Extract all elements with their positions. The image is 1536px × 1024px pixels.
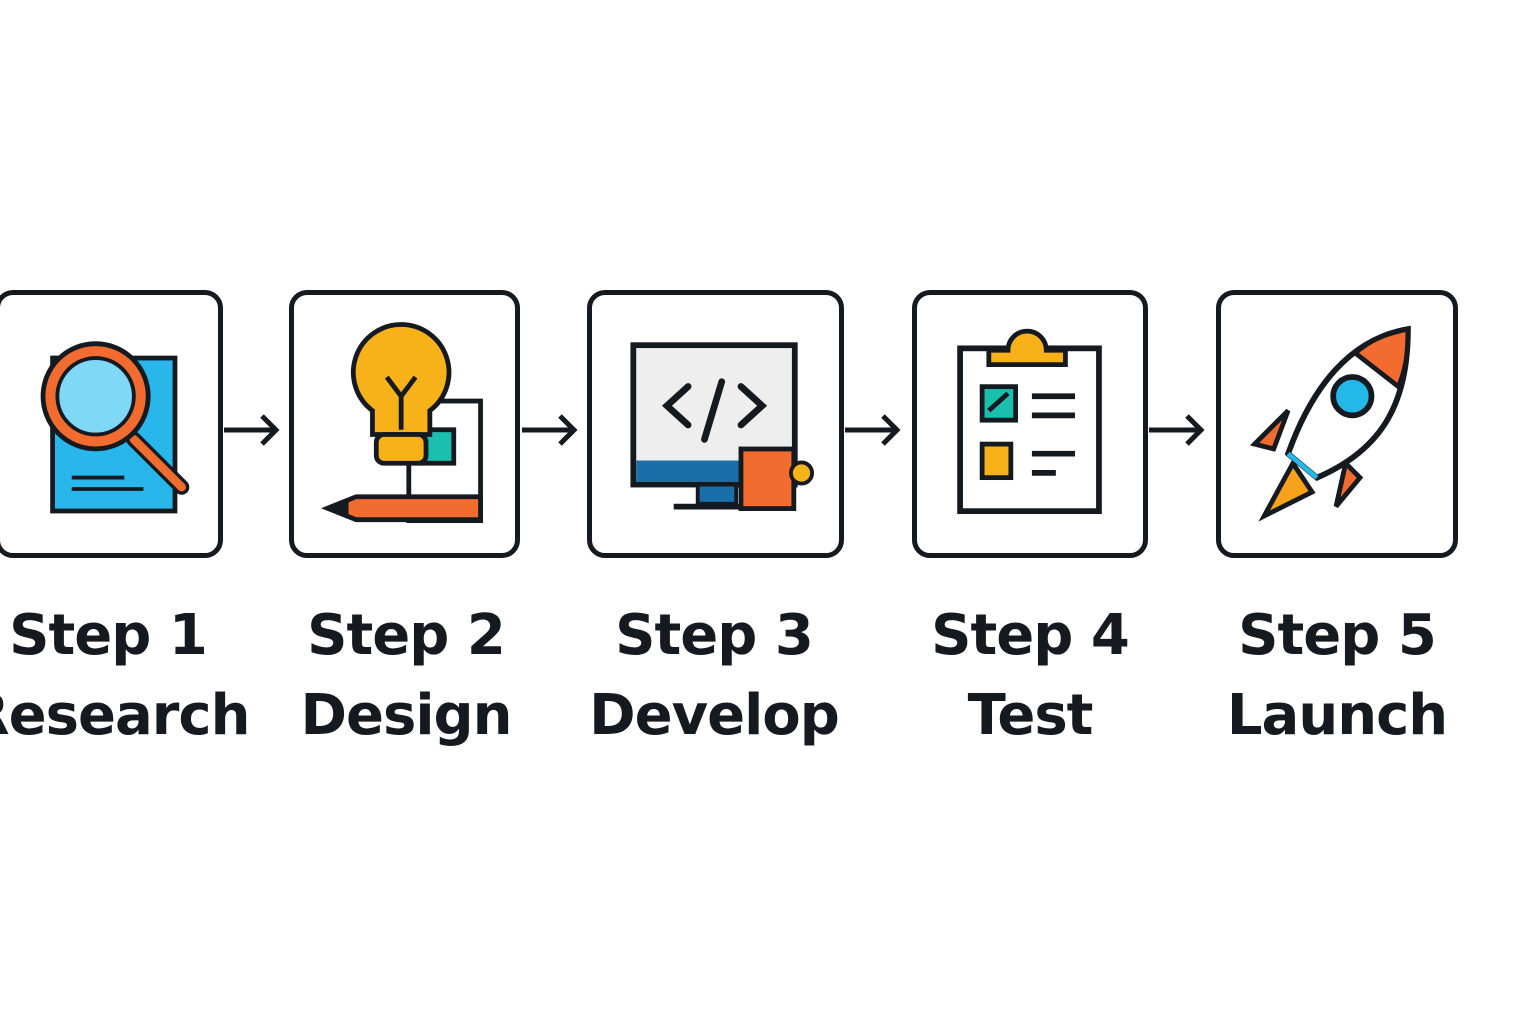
step-3-label: Step 3 Develop <box>564 596 864 756</box>
arrow-right-icon <box>1149 414 1205 446</box>
step-1-label: Step 1 Research <box>0 596 258 756</box>
step-2-label: Step 2 Design <box>256 596 556 756</box>
step-4-label: Step 4 Test <box>880 596 1180 756</box>
clipboard-checklist-icon <box>957 328 1102 515</box>
step-name: Research <box>0 683 250 748</box>
code-monitor-icon <box>630 342 815 511</box>
step-4-card <box>912 290 1148 558</box>
arrow-right-icon <box>522 414 578 446</box>
step-number: Step 4 <box>931 603 1130 668</box>
rocket-icon <box>1249 325 1411 522</box>
step-1-card <box>0 290 223 558</box>
step-name: Develop <box>589 683 840 748</box>
step-3-card <box>587 290 844 558</box>
lightbulb-pencil-icon <box>321 322 483 524</box>
step-name: Test <box>967 683 1094 748</box>
step-number: Step 5 <box>1238 603 1437 668</box>
step-name: Launch <box>1226 683 1448 748</box>
step-number: Step 2 <box>307 603 506 668</box>
step-5-label: Step 5 Launch <box>1187 596 1487 756</box>
step-number: Step 1 <box>9 603 208 668</box>
arrow-right-icon <box>845 414 901 446</box>
step-2-card <box>289 290 520 558</box>
arrow-right-icon <box>224 414 280 446</box>
step-5-card <box>1216 290 1458 558</box>
magnifier-document-icon <box>40 341 190 514</box>
step-name: Design <box>300 683 513 748</box>
step-number: Step 3 <box>615 603 814 668</box>
